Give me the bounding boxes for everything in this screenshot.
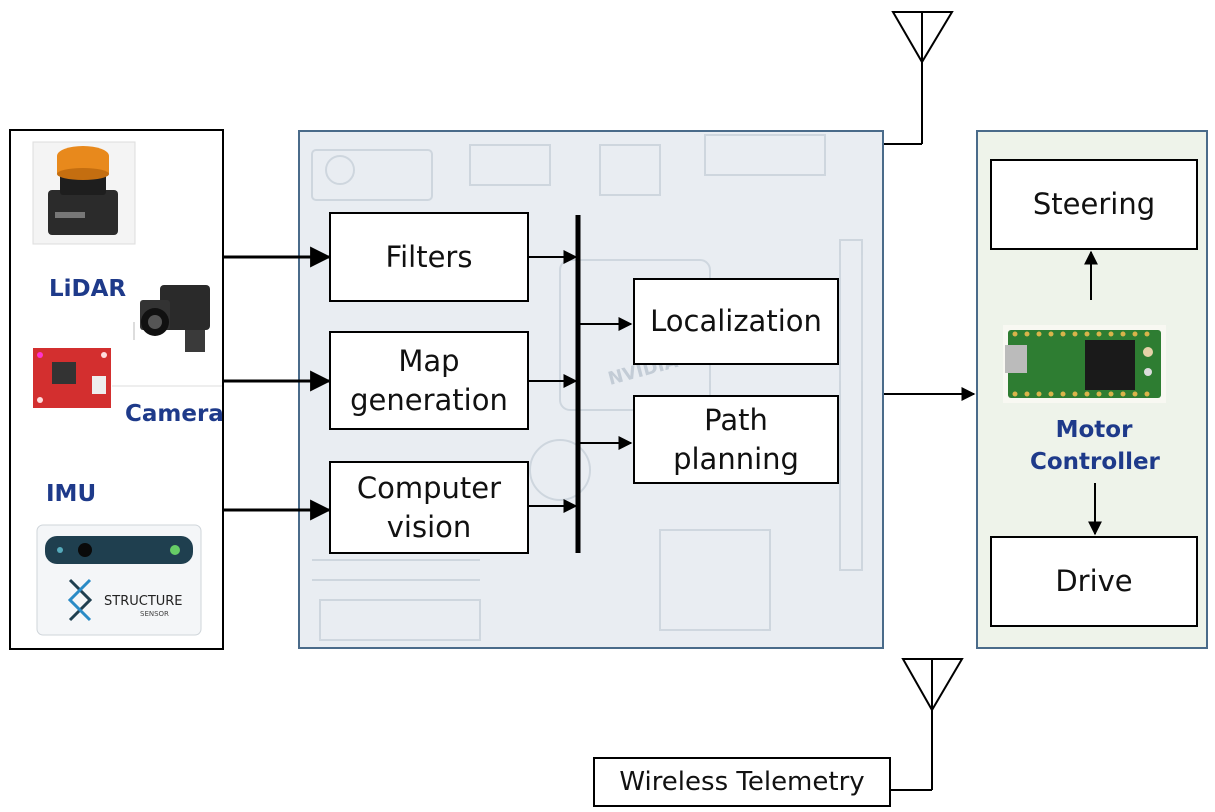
wireless-telemetry-box: Wireless Telemetry [593, 757, 891, 807]
structure-sensor-image [36, 524, 202, 636]
lidar-label: LiDAR [49, 276, 127, 302]
motor-controller-label: Motor Controller [1030, 417, 1160, 476]
map-generation-box: Map generation [329, 331, 529, 430]
antenna-top-icon [884, 11, 954, 145]
antenna-bottom-icon [891, 658, 964, 791]
structure-logo-text: STRUCTURE [104, 594, 183, 609]
steering-box: Steering [990, 159, 1198, 250]
drive-box: Drive [990, 536, 1198, 627]
filters-box: Filters [329, 212, 529, 302]
camera-image [133, 285, 210, 352]
computer-vision-box: Computer vision [329, 461, 529, 554]
localization-box: Localization [633, 278, 839, 365]
imu-label: IMU [46, 481, 97, 507]
structure-sub-text: SENSOR [140, 610, 169, 618]
imu-board-image [33, 348, 222, 408]
path-planning-box: Path planning [633, 395, 839, 484]
lidar-image [32, 141, 136, 245]
camera-label: Camera [125, 401, 224, 427]
motor-controller-board-image [1003, 325, 1166, 403]
